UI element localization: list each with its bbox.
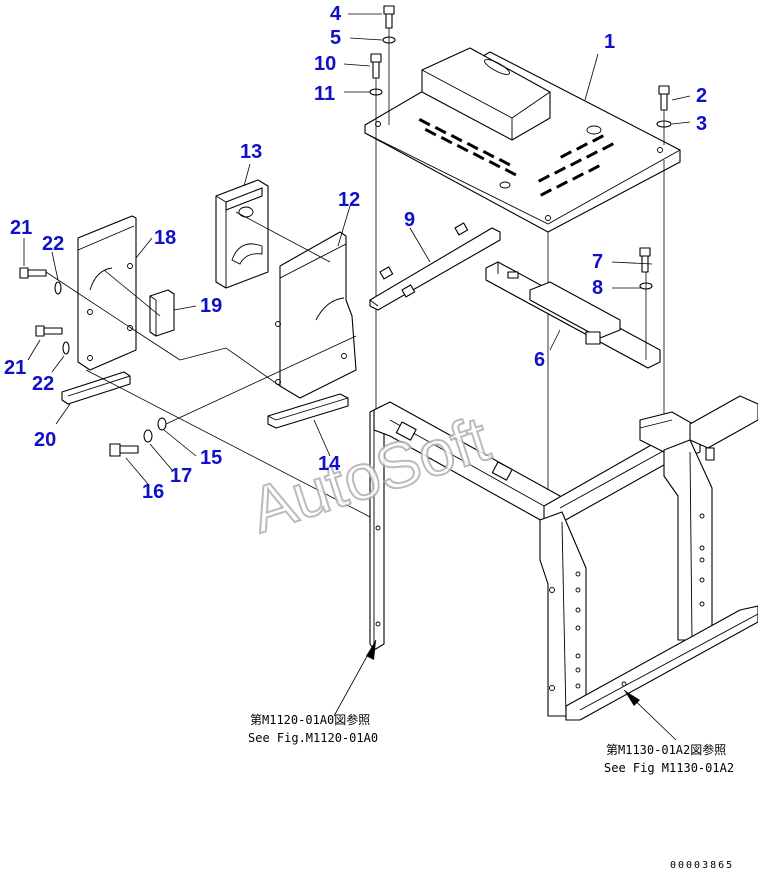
washer-17 [143,429,153,443]
callout-9: 9 [404,209,415,231]
callout-17: 17 [170,465,192,487]
bracket-9 [369,222,501,311]
callout-22-upper: 22 [42,233,64,255]
callout-20: 20 [34,429,56,451]
callout-22-lower: 22 [32,373,54,395]
bolt-16 [109,443,139,457]
callout-21-lower: 21 [4,357,26,379]
bolt-4 [383,5,395,29]
bolt-21-lower [35,325,63,337]
callout-2: 2 [696,85,707,107]
main-frame [369,395,758,721]
document-number: 00003865 [670,860,734,871]
callout-5: 5 [330,27,341,49]
callout-labels: 1 2 3 4 5 6 7 8 9 10 11 12 13 14 15 16 1… [4,3,707,503]
bolt-2 [658,85,670,111]
ref-arrow-right [623,689,677,741]
strip-20 [61,371,131,405]
callout-leaders [23,13,691,485]
callout-12: 12 [338,189,360,211]
callout-8: 8 [592,277,603,299]
block-19 [149,289,175,337]
callout-7: 7 [592,251,603,273]
ref-left-jp: 第M1120-01A0図参照 [250,712,370,727]
callout-15: 15 [200,447,222,469]
washer-22-lower [62,341,70,355]
callout-14: 14 [318,453,341,475]
plate-18 [77,215,137,371]
callout-18: 18 [154,227,176,249]
bolt-21-upper [19,267,47,279]
bolt-7 [639,247,651,273]
bolt-10 [370,53,382,79]
callout-10: 10 [314,53,336,75]
ref-left-en: See Fig.M1120-01A0 [248,731,378,745]
washer-22-upper [54,281,62,295]
ref-right-jp: 第M1130-01A2図参照 [606,742,726,757]
plate-13 [215,179,269,289]
callout-11: 11 [314,83,335,105]
vent-slots-left [418,118,517,177]
vent-slots-right [538,134,615,197]
callout-1: 1 [604,31,615,53]
callout-4: 4 [330,3,342,25]
callout-6: 6 [534,349,545,371]
callout-19: 19 [200,295,222,317]
callout-3: 3 [696,113,707,135]
washer-15 [157,417,167,431]
ref-right-en: See Fig M1130-01A2 [604,761,734,775]
ref-arrow-left [333,639,377,717]
reference-notes: 第M1120-01A0図参照 See Fig.M1120-01A0 第M1130… [248,712,734,775]
top-cover-plate [364,47,681,233]
callout-21-upper: 21 [10,217,32,239]
plate-12 [275,231,357,399]
strip-14 [267,393,349,429]
callout-16: 16 [142,481,164,503]
bracket-6 [485,261,661,369]
callout-13: 13 [240,141,262,163]
